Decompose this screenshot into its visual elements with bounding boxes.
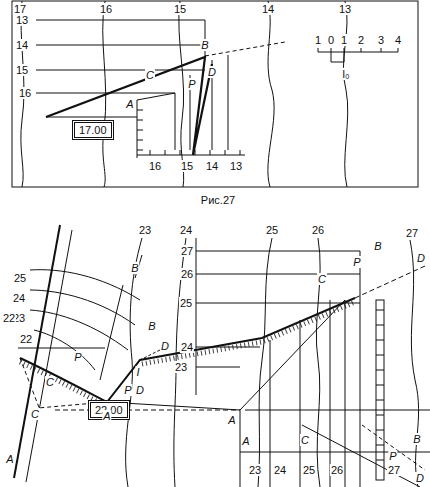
point-label: A [227, 414, 236, 426]
height-mark: 15 [15, 64, 29, 76]
point-label: B [147, 320, 156, 332]
point-label: D [415, 472, 425, 484]
height-mark: 25 [302, 464, 316, 476]
height-mark: 13 [15, 14, 29, 26]
height-mark: 26 [180, 268, 194, 280]
point-label: D [207, 66, 217, 78]
point-label: C [300, 434, 310, 446]
point-label: P [388, 450, 397, 462]
height-mark: 1 [340, 34, 348, 46]
point-label: P [73, 351, 82, 363]
height-mark: 27 [387, 464, 401, 476]
point-label: P [123, 384, 132, 396]
height-mark: 15 [173, 3, 187, 15]
height-mark: 24 [179, 224, 193, 236]
height-mark: 16 [99, 3, 113, 15]
point-label: A [5, 453, 14, 465]
height-mark: 13 [229, 160, 243, 172]
height-mark: 15 [180, 160, 194, 172]
height-mark: 27 [180, 245, 194, 257]
height-mark: 24 [12, 292, 26, 304]
height-mark: 23 [248, 464, 262, 476]
point-label: C [45, 376, 55, 388]
point-label: A [241, 435, 250, 447]
point-label: B [373, 240, 382, 252]
height-mark: 4 [394, 34, 402, 46]
height-mark: 22 [2, 312, 16, 324]
height-mark: 16 [18, 87, 32, 99]
point-label: B [130, 262, 139, 274]
point-label: l₀ [341, 68, 350, 80]
height-mark: 22 [19, 333, 33, 345]
point-label: D [135, 384, 145, 396]
height-mark: 14 [15, 39, 29, 51]
point-label: C [30, 408, 40, 420]
point-label: C [145, 69, 155, 81]
point-label: P [352, 256, 361, 268]
point-label: A [102, 410, 111, 422]
height-mark: 23 [138, 224, 152, 236]
point-label: A [125, 98, 134, 110]
point-label: Рис.27 [200, 194, 236, 206]
height-mark: 2 [357, 34, 365, 46]
point-label: B [200, 39, 209, 51]
height-mark: 24 [273, 464, 287, 476]
height-mark: 24 [180, 341, 194, 353]
height-mark: 25 [13, 272, 27, 284]
point-label: D [416, 252, 426, 264]
height-mark: 25 [265, 224, 279, 236]
height-mark: 16 [148, 160, 162, 172]
point-label: I [135, 366, 140, 378]
elevation-mark: 17.00 [79, 124, 107, 136]
height-mark: 1 [314, 34, 322, 46]
height-mark: 25 [179, 297, 193, 309]
point-label: D [160, 340, 170, 352]
height-mark: 23 [174, 361, 188, 373]
height-mark: 3 [377, 34, 385, 46]
height-mark: 14 [261, 3, 275, 15]
point-label: B [412, 433, 421, 445]
height-mark: 26 [311, 224, 325, 236]
point-label: C [317, 273, 327, 285]
elevation-box: 17.00 [72, 120, 114, 140]
height-mark: 13 [338, 3, 352, 15]
height-mark: 27 [405, 227, 419, 239]
height-mark: 14 [205, 160, 219, 172]
height-mark: 26 [330, 464, 344, 476]
height-mark: 0 [327, 34, 335, 46]
point-label: P [187, 78, 196, 90]
